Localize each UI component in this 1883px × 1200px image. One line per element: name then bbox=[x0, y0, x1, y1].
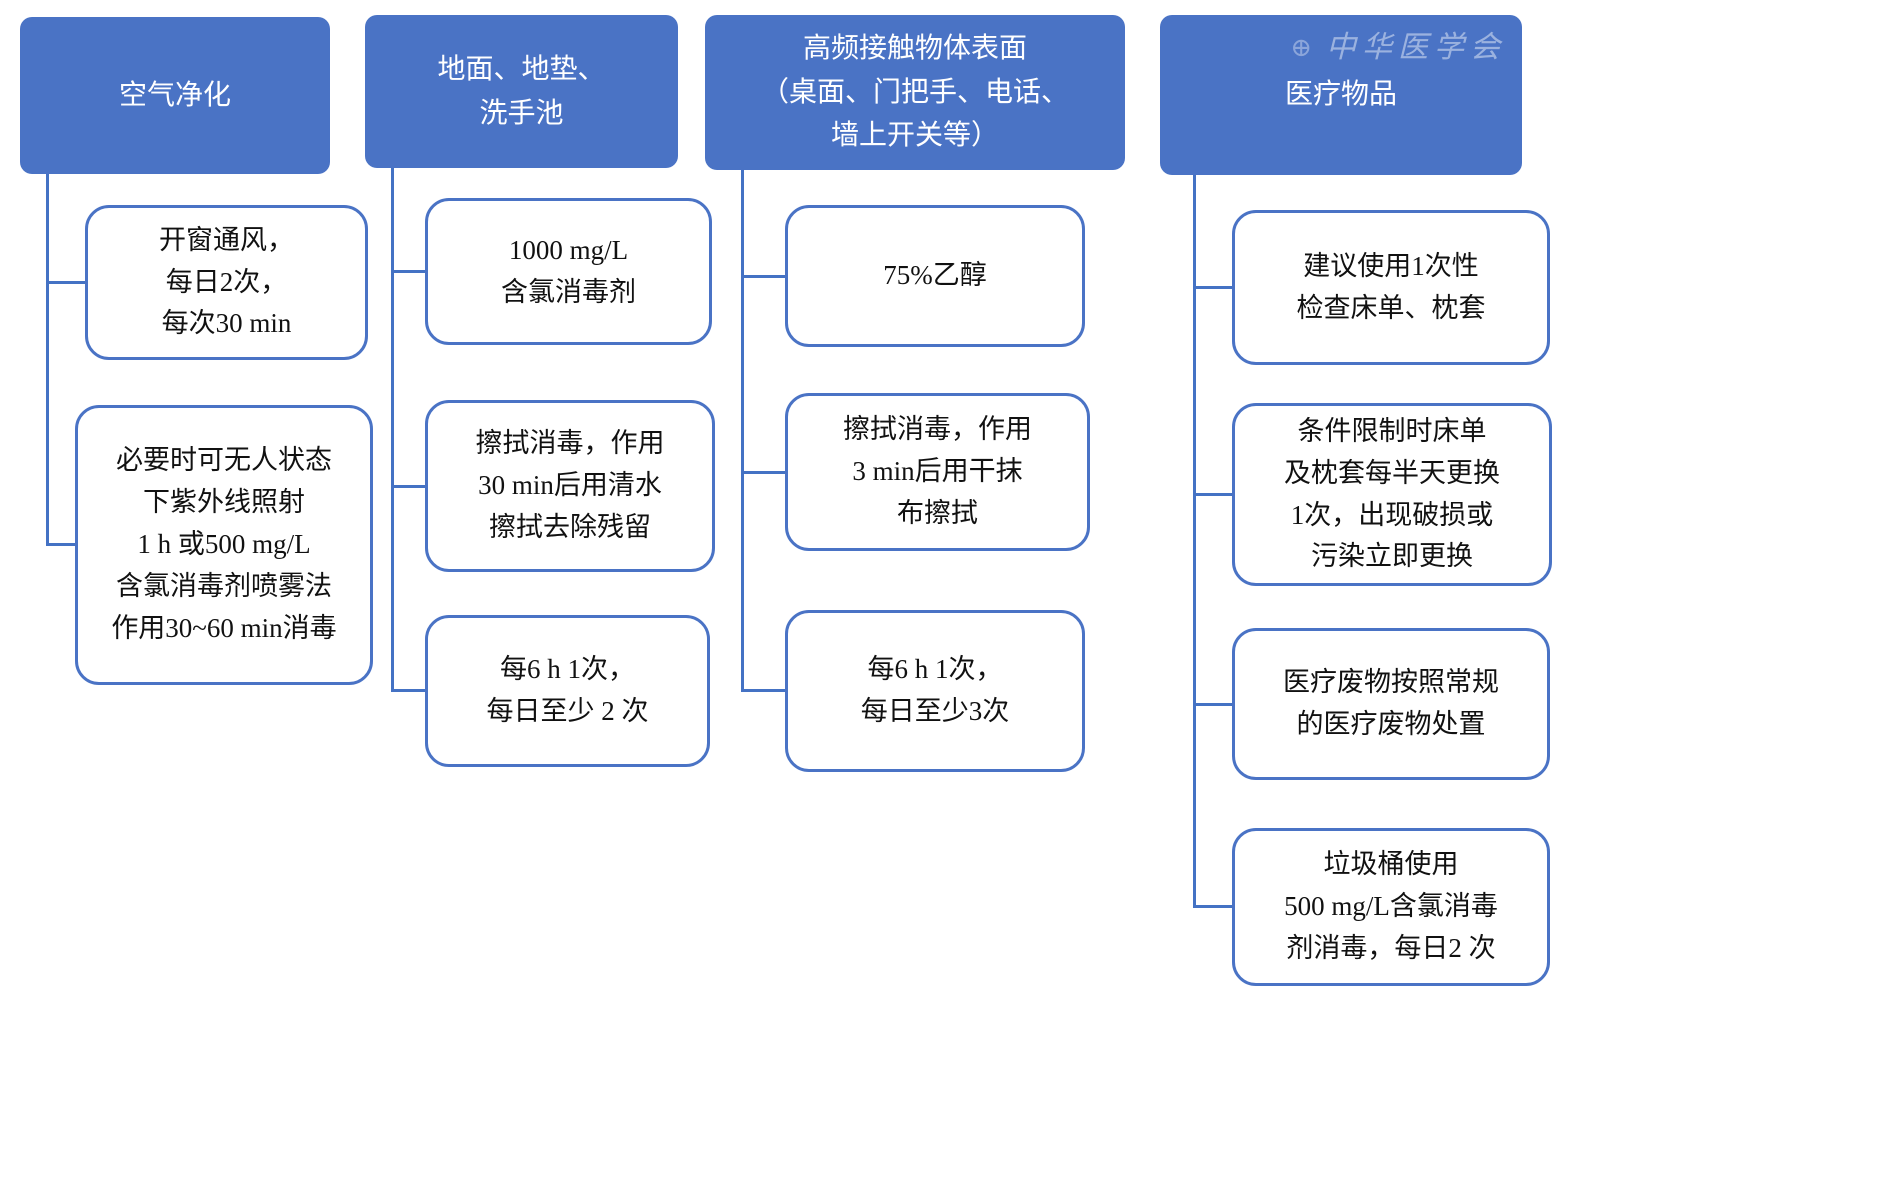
floor-disinfectant-box: 1000 mg/L 含氯消毒剂 bbox=[425, 198, 712, 345]
column-header-label: 地面、地垫、 洗手池 bbox=[437, 54, 606, 129]
column-header-air-purification: 空气净化 bbox=[20, 17, 330, 174]
floor-wipe-method-box: 擦拭消毒，作用 30 min后用清水 擦拭去除残留 bbox=[425, 400, 715, 572]
connector-stub bbox=[741, 275, 785, 278]
box-label: 擦拭消毒，作用 3 min后用干抹 布擦拭 bbox=[843, 414, 1032, 528]
column-header-touch-surfaces: 高频接触物体表面 （桌面、门把手、电话、 墙上开关等） bbox=[705, 15, 1125, 170]
column-header-medical-supplies: 医疗物品 ⊕ 中华医学会 bbox=[1160, 15, 1522, 175]
connector-trunk-col2 bbox=[391, 168, 394, 691]
connector-stub bbox=[46, 543, 75, 546]
box-label: 擦拭消毒，作用 30 min后用清水 擦拭去除残留 bbox=[475, 428, 665, 542]
connector-stub bbox=[1193, 703, 1232, 706]
box-label: 开窗通风， 每日2次， 每次30 min bbox=[159, 224, 294, 339]
column-header-label: 高频接触物体表面 （桌面、门把手、电话、 墙上开关等） bbox=[760, 33, 1069, 152]
connector-trunk-col3 bbox=[741, 170, 744, 691]
trash-bin-disinfection-box: 垃圾桶使用 500 mg/L含氯消毒 剂消毒，每日2 次 bbox=[1232, 828, 1550, 986]
connector-stub bbox=[391, 689, 425, 692]
box-label: 垃圾桶使用 500 mg/L含氯消毒 剂消毒，每日2 次 bbox=[1284, 849, 1498, 963]
connector-stub bbox=[391, 485, 425, 488]
globe-icon: ⊕ bbox=[1290, 33, 1318, 63]
floor-frequency-box: 每6 h 1次， 每日至少 2 次 bbox=[425, 615, 710, 767]
box-label: 医疗废物按照常规 的医疗废物处置 bbox=[1283, 667, 1499, 739]
column-header-label: 医疗物品 bbox=[1284, 79, 1397, 111]
box-label: 必要时可无人状态 下紫外线照射 1 h 或500 mg/L 含氯消毒剂喷雾法 作… bbox=[111, 445, 337, 643]
connector-stub bbox=[741, 471, 785, 474]
surface-ethanol-box: 75%乙醇 bbox=[785, 205, 1085, 347]
surface-wipe-method-box: 擦拭消毒，作用 3 min后用干抹 布擦拭 bbox=[785, 393, 1090, 551]
column-header-label: 空气净化 bbox=[118, 79, 231, 111]
connector-trunk-col1 bbox=[46, 174, 49, 545]
connector-trunk-col4 bbox=[1193, 175, 1196, 907]
column-header-floor-sink: 地面、地垫、 洗手池 bbox=[365, 15, 678, 168]
watermark-text: 中华医学会 bbox=[1326, 31, 1506, 64]
air-ventilation-box: 开窗通风， 每日2次， 每次30 min bbox=[85, 205, 368, 360]
connector-stub bbox=[46, 281, 85, 284]
box-label: 1000 mg/L 含氯消毒剂 bbox=[501, 234, 636, 307]
connector-stub bbox=[391, 270, 425, 273]
air-uv-spray-box: 必要时可无人状态 下紫外线照射 1 h 或500 mg/L 含氯消毒剂喷雾法 作… bbox=[75, 405, 373, 685]
single-use-linen-box: 建议使用1次性 检查床单、枕套 bbox=[1232, 210, 1550, 365]
cma-watermark-logo: ⊕ 中华医学会 bbox=[1290, 25, 1506, 72]
linen-replacement-box: 条件限制时床单 及枕套每半天更换 1次，出现破损或 污染立即更换 bbox=[1232, 403, 1552, 586]
box-label: 每6 h 1次， 每日至少3次 bbox=[860, 654, 1010, 726]
box-label: 每6 h 1次， 每日至少 2 次 bbox=[486, 654, 649, 726]
medical-waste-box: 医疗废物按照常规 的医疗废物处置 bbox=[1232, 628, 1550, 780]
connector-stub bbox=[741, 689, 785, 692]
connector-stub bbox=[1193, 905, 1232, 908]
surface-frequency-box: 每6 h 1次， 每日至少3次 bbox=[785, 610, 1085, 772]
connector-stub bbox=[1193, 493, 1232, 496]
connector-stub bbox=[1193, 286, 1232, 289]
box-label: 75%乙醇 bbox=[883, 260, 987, 291]
box-label: 条件限制时床单 及枕套每半天更换 1次，出现破损或 污染立即更换 bbox=[1284, 415, 1500, 572]
box-label: 建议使用1次性 检查床单、枕套 bbox=[1296, 250, 1486, 323]
